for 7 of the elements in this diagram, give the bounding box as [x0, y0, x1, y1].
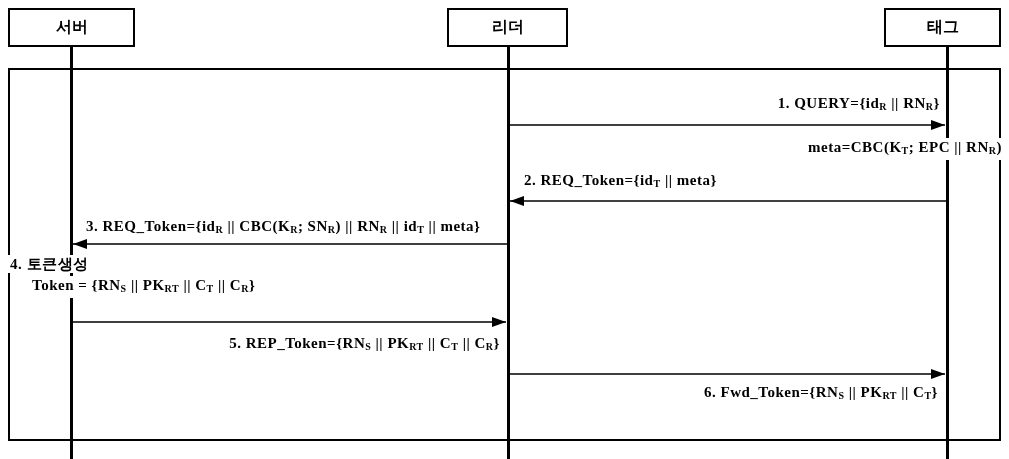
- note-text: meta=CBC(K$_{T}$; EPC || RN$_{R}$): [806, 138, 1004, 160]
- arrow: [72, 239, 510, 249]
- participant-box: 서버: [8, 8, 135, 47]
- arrow: [509, 196, 949, 206]
- participant-box: 리더: [447, 8, 568, 47]
- participant-box: 태그: [884, 8, 1001, 47]
- note-text: Token = {RN$_{S}$ || PK$_{RT}$ || C$_{T}$ || C$_{R}$}: [30, 276, 258, 298]
